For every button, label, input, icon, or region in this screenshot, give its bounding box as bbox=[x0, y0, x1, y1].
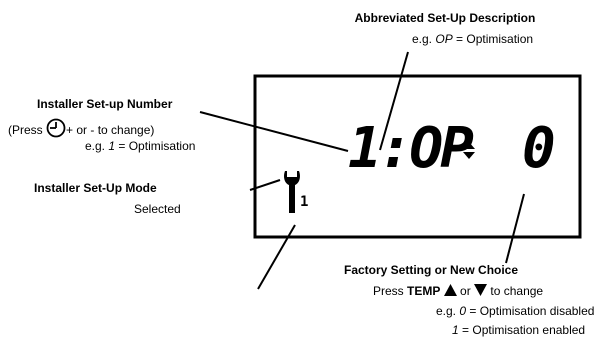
factory-press: Press TEMP or to change bbox=[373, 284, 543, 300]
factory-example1-code: 0 bbox=[459, 304, 467, 318]
factory-title: Factory Setting or New Choice bbox=[344, 263, 519, 277]
lcd-up-arrow-icon bbox=[463, 142, 475, 149]
wrench-icon bbox=[282, 168, 302, 221]
factory-example-1: e.g. 0 = Optimisation disabled bbox=[436, 304, 594, 319]
up-triangle-icon bbox=[443, 284, 457, 300]
factory-press-key: TEMP bbox=[407, 284, 441, 298]
factory-press-suffix: to change bbox=[487, 284, 544, 298]
leader-bottom bbox=[257, 224, 296, 290]
factory-press-or: or bbox=[456, 284, 475, 298]
abbrev-title: Abbreviated Set-Up Description bbox=[354, 11, 536, 25]
lcd-setup-code: 1:OP bbox=[348, 116, 474, 181]
factory-press-prefix: Press bbox=[373, 284, 408, 298]
lcd-down-arrow-icon bbox=[463, 152, 475, 159]
installer-mode-subtitle: Selected bbox=[134, 202, 181, 216]
installer-number-title: Installer Set-up Number bbox=[37, 97, 173, 111]
leader-abbrev bbox=[379, 51, 409, 151]
leader-installer-number bbox=[199, 111, 349, 152]
lcd-value: 0 bbox=[522, 116, 556, 181]
clock-icon bbox=[46, 118, 66, 142]
factory-example1-prefix: e.g. bbox=[436, 304, 460, 318]
installer-number-press-suffix: + or - to change) bbox=[66, 123, 155, 137]
abbrev-example-prefix: e.g. bbox=[412, 32, 436, 46]
factory-example-2: 1 = Optimisation enabled bbox=[452, 323, 585, 338]
lcd-mode-number: 1 bbox=[300, 194, 309, 210]
down-triangle-icon bbox=[474, 284, 488, 300]
lcd-arrows bbox=[462, 142, 476, 165]
installer-number-example: e.g. 1 = Optimisation bbox=[85, 139, 195, 154]
installer-number-press-prefix: (Press bbox=[8, 123, 47, 137]
abbrev-example: e.g. OP = Optimisation bbox=[412, 32, 533, 47]
installer-number-example-suffix: = Optimisation bbox=[115, 139, 196, 153]
abbrev-example-suffix: = Optimisation bbox=[452, 32, 534, 46]
leader-installer-mode bbox=[249, 179, 281, 191]
factory-example2-code: 1 bbox=[452, 323, 459, 337]
lcd-frame bbox=[253, 74, 582, 239]
installer-mode-title: Installer Set-Up Mode bbox=[34, 181, 157, 195]
abbrev-example-code: OP bbox=[435, 32, 453, 46]
installer-number-example-code: 1 bbox=[108, 139, 116, 153]
installer-number-press: (Press + or - to change) bbox=[8, 118, 154, 142]
leader-factory bbox=[505, 193, 525, 264]
factory-example1-suffix: = Optimisation disabled bbox=[466, 304, 595, 318]
factory-example2-suffix: = Optimisation enabled bbox=[458, 323, 586, 337]
installer-number-example-prefix: e.g. bbox=[85, 139, 109, 153]
